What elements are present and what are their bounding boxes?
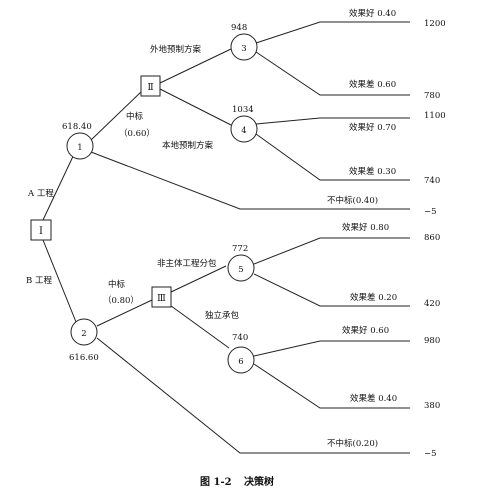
edge-root-to-2 bbox=[42, 239, 77, 323]
payoff-5-good: 860 bbox=[424, 233, 440, 243]
chance-node-5: 5 bbox=[227, 254, 255, 282]
edge-1-to-II bbox=[90, 90, 143, 141]
edge-III-to-6 bbox=[166, 302, 230, 349]
edge-4-good bbox=[255, 117, 410, 125]
payoff-4-bad: 740 bbox=[424, 176, 440, 186]
option-a2-label: 本地预制方案 bbox=[162, 140, 214, 151]
outcome-4-good: 效果好 0.70 bbox=[349, 122, 396, 133]
edges bbox=[42, 21, 410, 454]
outcome-3-good: 效果好 0.40 bbox=[349, 8, 396, 19]
decision-node-I: Ⅰ bbox=[30, 219, 52, 241]
branch-b-label: B 工程 bbox=[26, 276, 52, 286]
node6-value: 740 bbox=[232, 333, 248, 343]
chance-node-1: 1 bbox=[66, 132, 94, 160]
edge-4-bad bbox=[255, 133, 410, 181]
outcome-5-good: 效果好 0.80 bbox=[342, 222, 389, 233]
payoff-a-lose: −5 bbox=[424, 207, 437, 217]
edge-2-to-III bbox=[96, 299, 153, 327]
svg-text:3: 3 bbox=[241, 44, 246, 54]
edge-5-bad bbox=[253, 273, 410, 307]
outcome-6-good: 效果好 0.60 bbox=[342, 325, 389, 336]
decision-node-II-label: Ⅱ bbox=[147, 83, 153, 93]
payoff-3-good: 1200 bbox=[424, 19, 446, 29]
outcome-6-bad: 效果差 0.40 bbox=[350, 393, 397, 404]
decision-node-I-label: Ⅰ bbox=[39, 226, 43, 237]
chance-node-2: 2 bbox=[70, 318, 98, 346]
decision-node-III: Ⅲ bbox=[151, 286, 172, 308]
node3-value: 948 bbox=[231, 23, 247, 33]
outcome-4-bad: 效果差 0.30 bbox=[349, 166, 396, 177]
win-a-label: 中标 bbox=[126, 111, 144, 122]
figure-number: 图 1-2 bbox=[200, 476, 232, 488]
svg-text:2: 2 bbox=[81, 329, 86, 339]
payoff-b-lose: −5 bbox=[424, 449, 437, 459]
outcome-5-bad: 效果差 0.20 bbox=[350, 292, 397, 303]
edge-6-bad bbox=[253, 363, 410, 409]
edge-1-lose bbox=[90, 151, 410, 210]
win-b-prob: （0.80） bbox=[103, 295, 139, 306]
edge-5-good bbox=[253, 237, 410, 265]
node2-value: 616.60 bbox=[69, 353, 99, 363]
chance-node-3: 3 bbox=[230, 33, 258, 61]
edge-root-to-1 bbox=[42, 149, 77, 221]
branch-a-label: A 工程 bbox=[27, 189, 54, 199]
chance-node-4: 4 bbox=[230, 115, 258, 143]
win-a-prob: （0.60） bbox=[119, 128, 155, 139]
option-a1-label: 外地预制方案 bbox=[150, 44, 202, 55]
node1-value: 618.40 bbox=[62, 122, 92, 132]
payoff-3-bad: 780 bbox=[424, 91, 440, 101]
payoff-4-good: 1100 bbox=[424, 111, 446, 121]
decision-node-III-label: Ⅲ bbox=[157, 294, 166, 304]
win-b-label: 中标 bbox=[108, 279, 126, 290]
edge-6-good bbox=[253, 340, 410, 357]
chance-node-6: 6 bbox=[227, 346, 255, 374]
decision-node-II: Ⅱ bbox=[140, 75, 161, 97]
edge-3-bad bbox=[255, 51, 410, 96]
edge-III-to-5 bbox=[170, 265, 227, 293]
svg-text:4: 4 bbox=[241, 126, 246, 136]
node5-value: 772 bbox=[232, 244, 248, 254]
node4-value: 1034 bbox=[232, 105, 254, 115]
payoff-6-good: 980 bbox=[424, 336, 440, 346]
lose-b-label: 不中标(0.20) bbox=[327, 438, 378, 449]
payoff-6-bad: 380 bbox=[424, 401, 440, 411]
edge-2-lose bbox=[96, 337, 410, 454]
option-b1-label: 非主体工程分包 bbox=[157, 258, 217, 269]
payoff-5-bad: 420 bbox=[424, 299, 440, 309]
outcome-3-bad: 效果差 0.60 bbox=[349, 79, 396, 90]
edge-II-to-3 bbox=[159, 48, 232, 84]
svg-text:1: 1 bbox=[77, 143, 82, 153]
edge-3-good bbox=[255, 21, 410, 44]
svg-text:6: 6 bbox=[238, 357, 243, 367]
option-b2-label: 独立承包 bbox=[205, 310, 240, 321]
figure-title: 决策树 bbox=[244, 475, 274, 488]
lose-a-label: 不中标(0.40) bbox=[327, 195, 378, 206]
edge-II-to-4 bbox=[159, 88, 232, 126]
svg-text:5: 5 bbox=[238, 265, 243, 275]
